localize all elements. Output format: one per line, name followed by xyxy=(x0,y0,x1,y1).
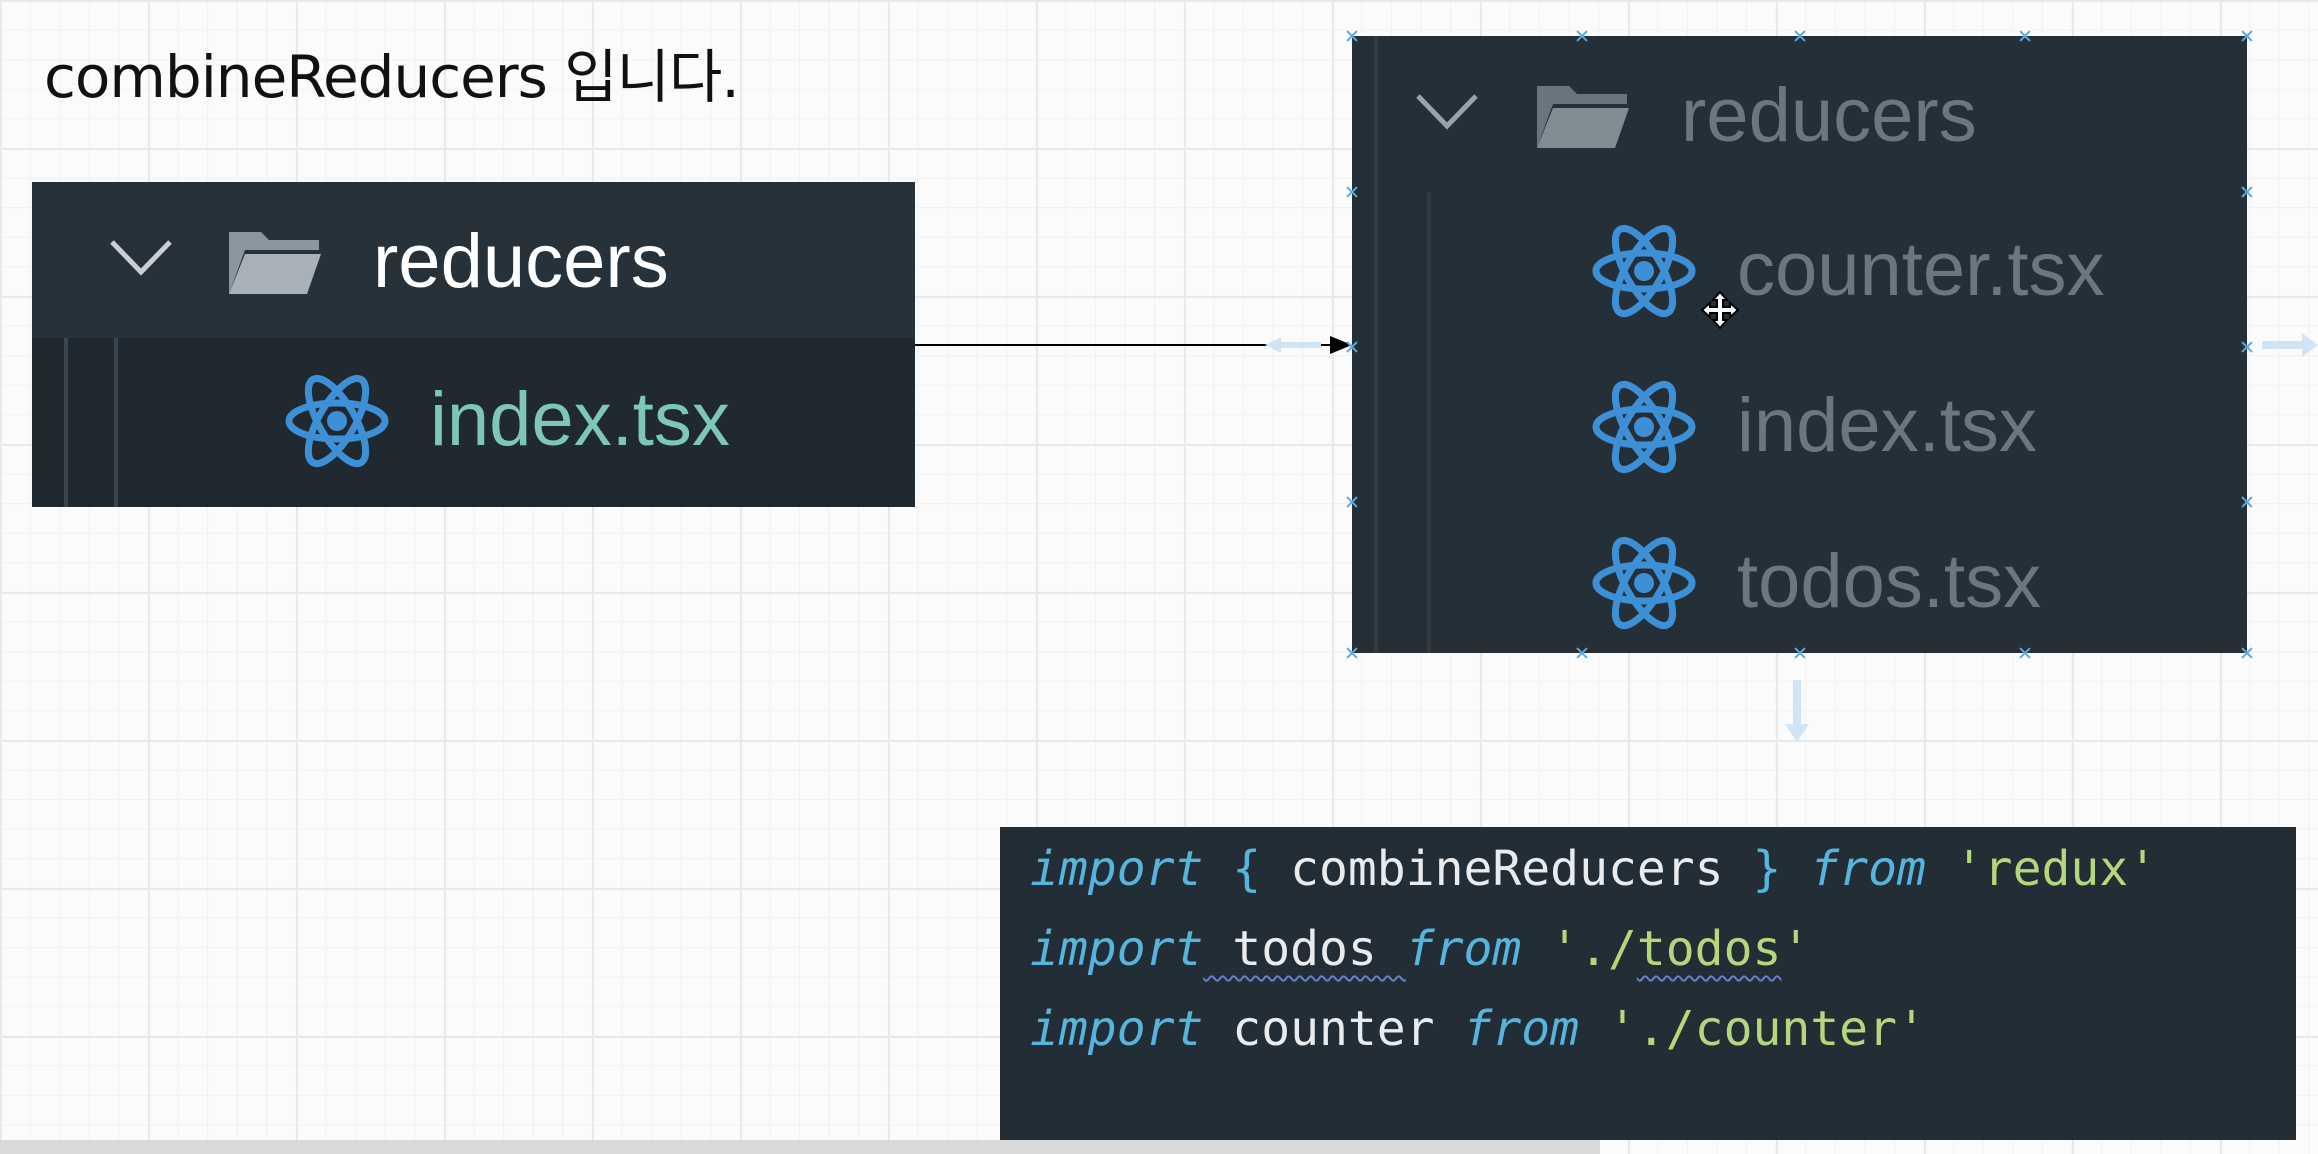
file-row-todos[interactable]: todos.tsx xyxy=(1352,528,2247,648)
selection-handle[interactable] xyxy=(1345,646,1359,660)
folder-label: reducers xyxy=(1681,73,1977,158)
keyword: from xyxy=(1810,841,1926,897)
code-snippet: import { combineReducers } from 'redux' … xyxy=(1000,827,2296,1140)
react-icon xyxy=(1592,380,1696,474)
connector-arrow xyxy=(915,336,1352,354)
selection-handle[interactable] xyxy=(1793,646,1807,660)
selection-handle[interactable] xyxy=(2240,495,2254,509)
punct: } xyxy=(1723,841,1811,897)
string: ' xyxy=(1781,921,1811,977)
selection-handle[interactable] xyxy=(2240,340,2254,354)
selection-handle[interactable] xyxy=(2240,185,2254,199)
identifier: counter xyxy=(1203,1001,1464,1057)
selection-handle[interactable] xyxy=(1345,29,1359,43)
keyword: import xyxy=(1030,841,1204,897)
string: 'redux' xyxy=(1925,841,2158,897)
selection-handle[interactable] xyxy=(1345,495,1359,509)
arrow-down-hint-icon xyxy=(1785,680,1809,742)
react-icon xyxy=(1592,536,1696,630)
punct: { xyxy=(1203,841,1291,897)
identifier: combineReducers xyxy=(1290,841,1724,897)
selection-handle[interactable] xyxy=(2240,646,2254,660)
indent-guide xyxy=(1427,192,1431,652)
react-icon xyxy=(1592,224,1696,318)
code-line-2: import todos from './todos' xyxy=(1030,921,1810,977)
file-label: index.tsx xyxy=(1737,383,2037,468)
code-line-3: import counter from './counter' xyxy=(1030,1001,1926,1057)
left-file-tree: reducers index.tsx xyxy=(32,182,915,507)
indent-guide xyxy=(114,338,118,507)
chevron-down-icon xyxy=(110,240,172,276)
code-line-1: import { combineReducers } from 'redux' xyxy=(1030,841,2157,897)
chevron-down-icon xyxy=(1416,94,1478,130)
file-label: counter.tsx xyxy=(1737,227,2105,312)
folder-open-icon xyxy=(229,232,321,294)
folder-open-icon xyxy=(1537,86,1629,148)
selection-handle[interactable] xyxy=(2018,29,2032,43)
file-row-index[interactable]: index.tsx xyxy=(1352,372,2247,502)
folder-row-reducers[interactable]: reducers xyxy=(32,182,915,338)
selection-handle[interactable] xyxy=(1575,29,1589,43)
keyword: from xyxy=(1463,1001,1580,1057)
selection-handle[interactable] xyxy=(2240,29,2254,43)
string: './ xyxy=(1521,921,1637,977)
string: './counter' xyxy=(1579,1001,1926,1057)
string: todos xyxy=(1636,921,1782,977)
move-cursor-icon xyxy=(1700,290,1740,330)
selection-handle[interactable] xyxy=(2018,646,2032,660)
folder-row-reducers[interactable]: reducers xyxy=(1352,36,2247,186)
arrow-right-hint-icon xyxy=(2262,333,2318,357)
indent-guide xyxy=(1374,36,1378,653)
selection-handle[interactable] xyxy=(1793,29,1807,43)
file-row-counter[interactable]: counter.tsx xyxy=(1352,216,2247,346)
caption: combineReducers 입니다. xyxy=(44,43,740,111)
indent-guide xyxy=(64,338,68,507)
bottom-scroll-track xyxy=(0,1140,1600,1154)
react-icon xyxy=(285,374,389,468)
keyword: import xyxy=(1030,1001,1204,1057)
file-label: todos.tsx xyxy=(1737,539,2042,624)
keyword: import xyxy=(1030,921,1204,977)
identifier: todos xyxy=(1203,921,1406,977)
folder-label: reducers xyxy=(373,219,669,304)
selection-handle[interactable] xyxy=(1345,340,1359,354)
file-label: index.tsx xyxy=(430,377,730,462)
file-row-index[interactable]: index.tsx xyxy=(32,338,915,507)
selection-handle[interactable] xyxy=(1575,646,1589,660)
keyword: from xyxy=(1405,921,1522,977)
selection-handle[interactable] xyxy=(1345,185,1359,199)
right-file-tree: reducers counter.tsx index.tsx xyxy=(1352,36,2247,653)
